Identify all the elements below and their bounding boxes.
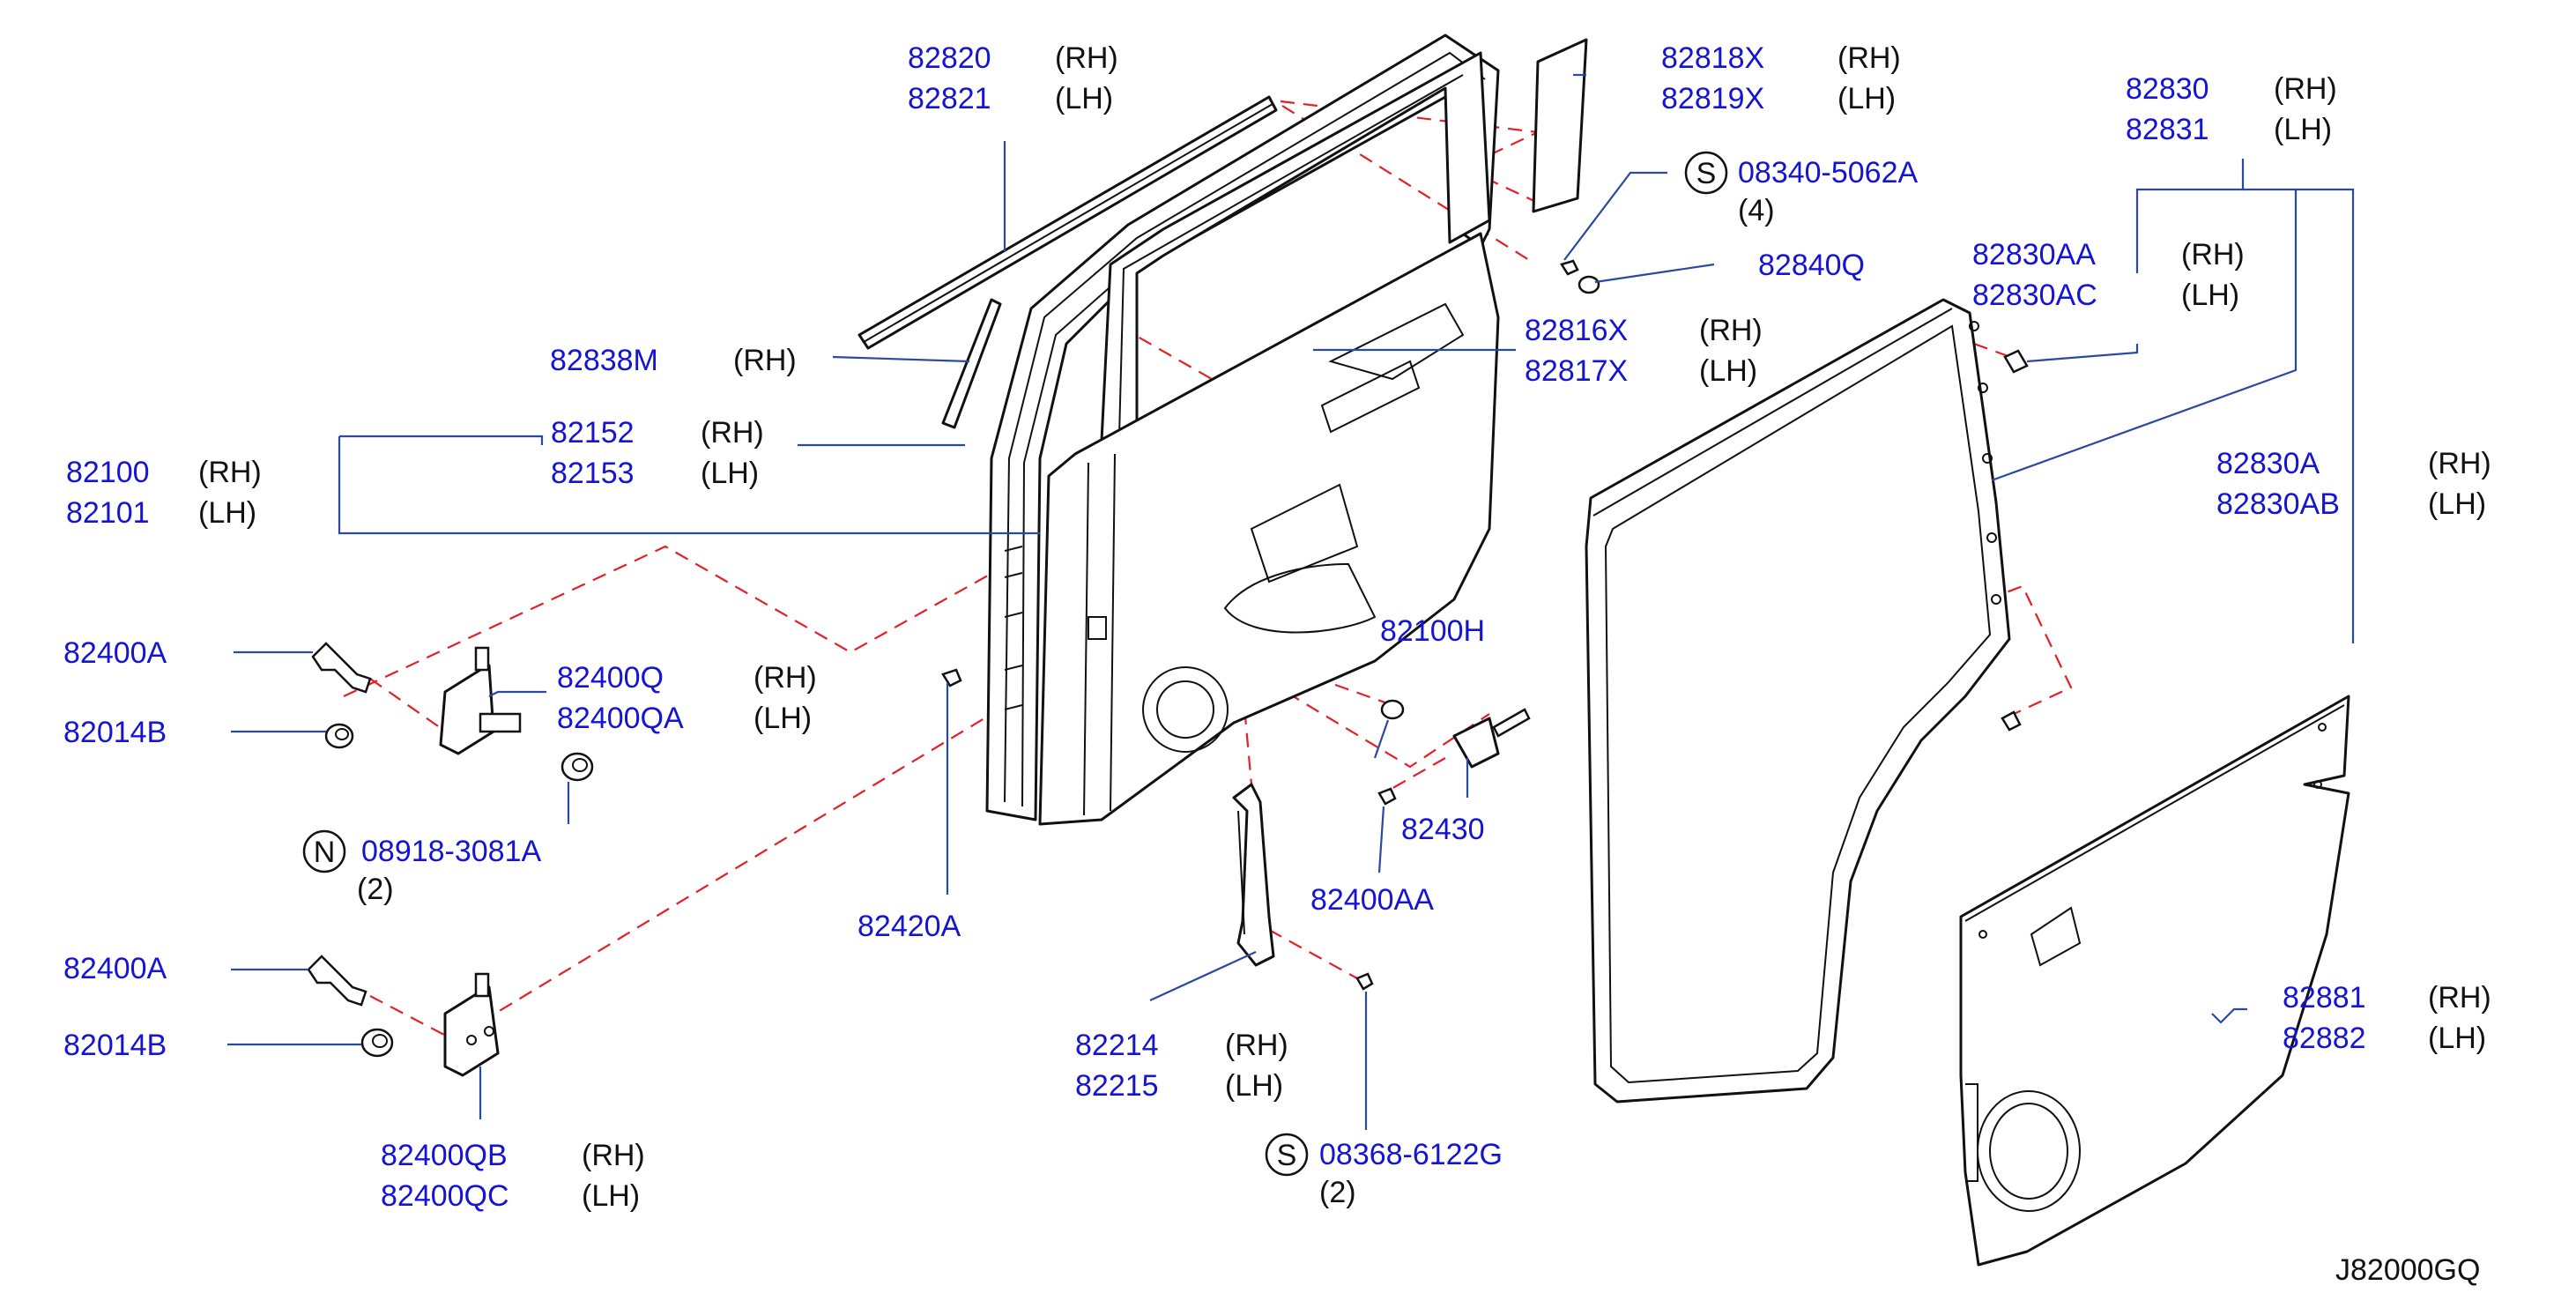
door-weatherstrip: [1585, 298, 2011, 1104]
standard-circle-08368: [1265, 1133, 1309, 1177]
part-82214[interactable]: 82214: [1075, 1029, 1159, 1062]
part-82014b-upper[interactable]: 82014B: [63, 716, 167, 749]
part-82818x[interactable]: 82818X: [1661, 41, 1764, 75]
part-82215[interactable]: 82215: [1075, 1069, 1159, 1103]
lower-hinge: [443, 985, 500, 1077]
part-08918-3081a[interactable]: 08918-3081A: [361, 835, 542, 868]
part-82882[interactable]: 82882: [2283, 1022, 2366, 1055]
side-82816x: (RH): [1699, 314, 1763, 347]
part-82830ac[interactable]: 82830AC: [1972, 279, 2097, 312]
side-82400qb: (RH): [582, 1139, 645, 1172]
side-82830ac: (LH): [2181, 279, 2239, 312]
side-82215: (LH): [1225, 1069, 1283, 1103]
side-82100: (RH): [198, 456, 262, 489]
door-glass-corner-piece: [1532, 38, 1588, 213]
part-illustrations: [307, 33, 2350, 1267]
standard-circle-08918: [302, 829, 346, 873]
symbol-s-08368: S: [1277, 1139, 1297, 1172]
part-82830ab[interactable]: 82830AB: [2216, 487, 2340, 521]
part-82830aa[interactable]: 82830AA: [1972, 238, 2096, 271]
side-82101: (LH): [198, 496, 256, 530]
leader-lines: [227, 73, 2355, 1130]
qty-08918-3081a: (2): [357, 873, 394, 906]
part-82152[interactable]: 82152: [551, 416, 635, 450]
part-82100[interactable]: 82100: [66, 456, 150, 489]
side-82830: (RH): [2274, 72, 2337, 106]
part-82400a-upper[interactable]: 82400A: [63, 636, 167, 670]
side-82820: (RH): [1055, 41, 1118, 75]
part-82400qc[interactable]: 82400QC: [381, 1179, 509, 1213]
part-82400a-lower[interactable]: 82400A: [63, 952, 167, 985]
part-08340-5062a[interactable]: 08340-5062A: [1738, 156, 1919, 190]
callouts: 82820 (RH) 82821 (LH) 82818X (RH) 82819X…: [63, 41, 2491, 1287]
clip-82840q: [1578, 275, 1600, 294]
part-82838m[interactable]: 82838M: [550, 344, 658, 377]
side-82881: (RH): [2428, 981, 2491, 1014]
side-82830a: (RH): [2428, 447, 2491, 480]
side-82214: (RH): [1225, 1029, 1288, 1062]
side-82821: (LH): [1055, 82, 1113, 115]
door-trim-panel: [1959, 695, 2350, 1267]
side-82400qa: (LH): [753, 702, 812, 735]
side-82830aa: (RH): [2181, 238, 2245, 271]
hinge-nut-08918: [560, 752, 594, 782]
part-82831[interactable]: 82831: [2126, 113, 2209, 146]
side-82400q: (RH): [753, 661, 817, 695]
part-82816x[interactable]: 82816X: [1525, 314, 1628, 347]
symbol-s-08340: S: [1696, 157, 1717, 190]
part-82830a[interactable]: 82830A: [2216, 447, 2320, 480]
standard-symbols: S N S: [302, 151, 1728, 1177]
door-pull-handle: [1232, 783, 1275, 967]
qty-08368-6122g: (2): [1319, 1176, 1356, 1209]
door-inner-panel: [1038, 232, 1500, 826]
part-82101[interactable]: 82101: [66, 496, 150, 530]
part-82400q[interactable]: 82400Q: [557, 661, 664, 695]
part-82400qa[interactable]: 82400QA: [557, 702, 684, 735]
side-82152: (RH): [701, 416, 764, 450]
glass-run-vertical-strip: [941, 298, 1002, 429]
part-82100h[interactable]: 82100H: [1380, 614, 1485, 648]
bump-rubber: [1380, 699, 1405, 720]
upper-hinge: [439, 664, 495, 755]
side-82831: (LH): [2274, 113, 2332, 146]
part-08368-6122g[interactable]: 08368-6122G: [1319, 1138, 1503, 1171]
side-82400qc: (LH): [582, 1179, 640, 1213]
side-82819x: (LH): [1837, 82, 1896, 115]
screw-08340: [1560, 259, 1579, 276]
part-82014b-lower[interactable]: 82014B: [63, 1029, 167, 1062]
screw-82400aa: [1377, 787, 1397, 806]
part-82840q[interactable]: 82840Q: [1758, 249, 1865, 282]
side-82838m: (RH): [733, 344, 797, 377]
side-82882: (LH): [2428, 1022, 2486, 1055]
standard-circle-08340: [1684, 151, 1728, 195]
door-check-link: [1452, 717, 1500, 769]
part-82830[interactable]: 82830: [2126, 72, 2209, 106]
part-82881[interactable]: 82881: [2283, 981, 2366, 1014]
qty-08340-5062a: (4): [1738, 194, 1775, 227]
lower-hinge-bolt: [307, 955, 367, 1007]
lower-hinge-nut: [360, 1028, 394, 1058]
side-82830ab: (LH): [2428, 487, 2486, 521]
screw-08368: [1355, 972, 1374, 991]
symbol-n-08918: N: [314, 836, 336, 869]
part-82430[interactable]: 82430: [1401, 813, 1485, 846]
part-82153[interactable]: 82153: [551, 457, 635, 490]
part-82819x[interactable]: 82819X: [1661, 82, 1764, 115]
side-82817x: (LH): [1699, 354, 1757, 388]
part-82820[interactable]: 82820: [908, 41, 991, 75]
upper-hinge-bolt: [311, 642, 372, 694]
part-82400aa[interactable]: 82400AA: [1310, 883, 1434, 917]
side-82153: (LH): [701, 457, 759, 490]
clip-82830a: [2001, 710, 2022, 732]
part-82400qb[interactable]: 82400QB: [381, 1139, 508, 1172]
side-82818x: (RH): [1837, 41, 1901, 75]
part-82821[interactable]: 82821: [908, 82, 991, 115]
diagram-code: J82000GQ: [2335, 1253, 2480, 1287]
screw-82420a: [941, 668, 962, 687]
clip-82830aa: [2003, 349, 2029, 374]
part-82420a[interactable]: 82420A: [857, 910, 961, 943]
part-82817x[interactable]: 82817X: [1525, 354, 1628, 388]
